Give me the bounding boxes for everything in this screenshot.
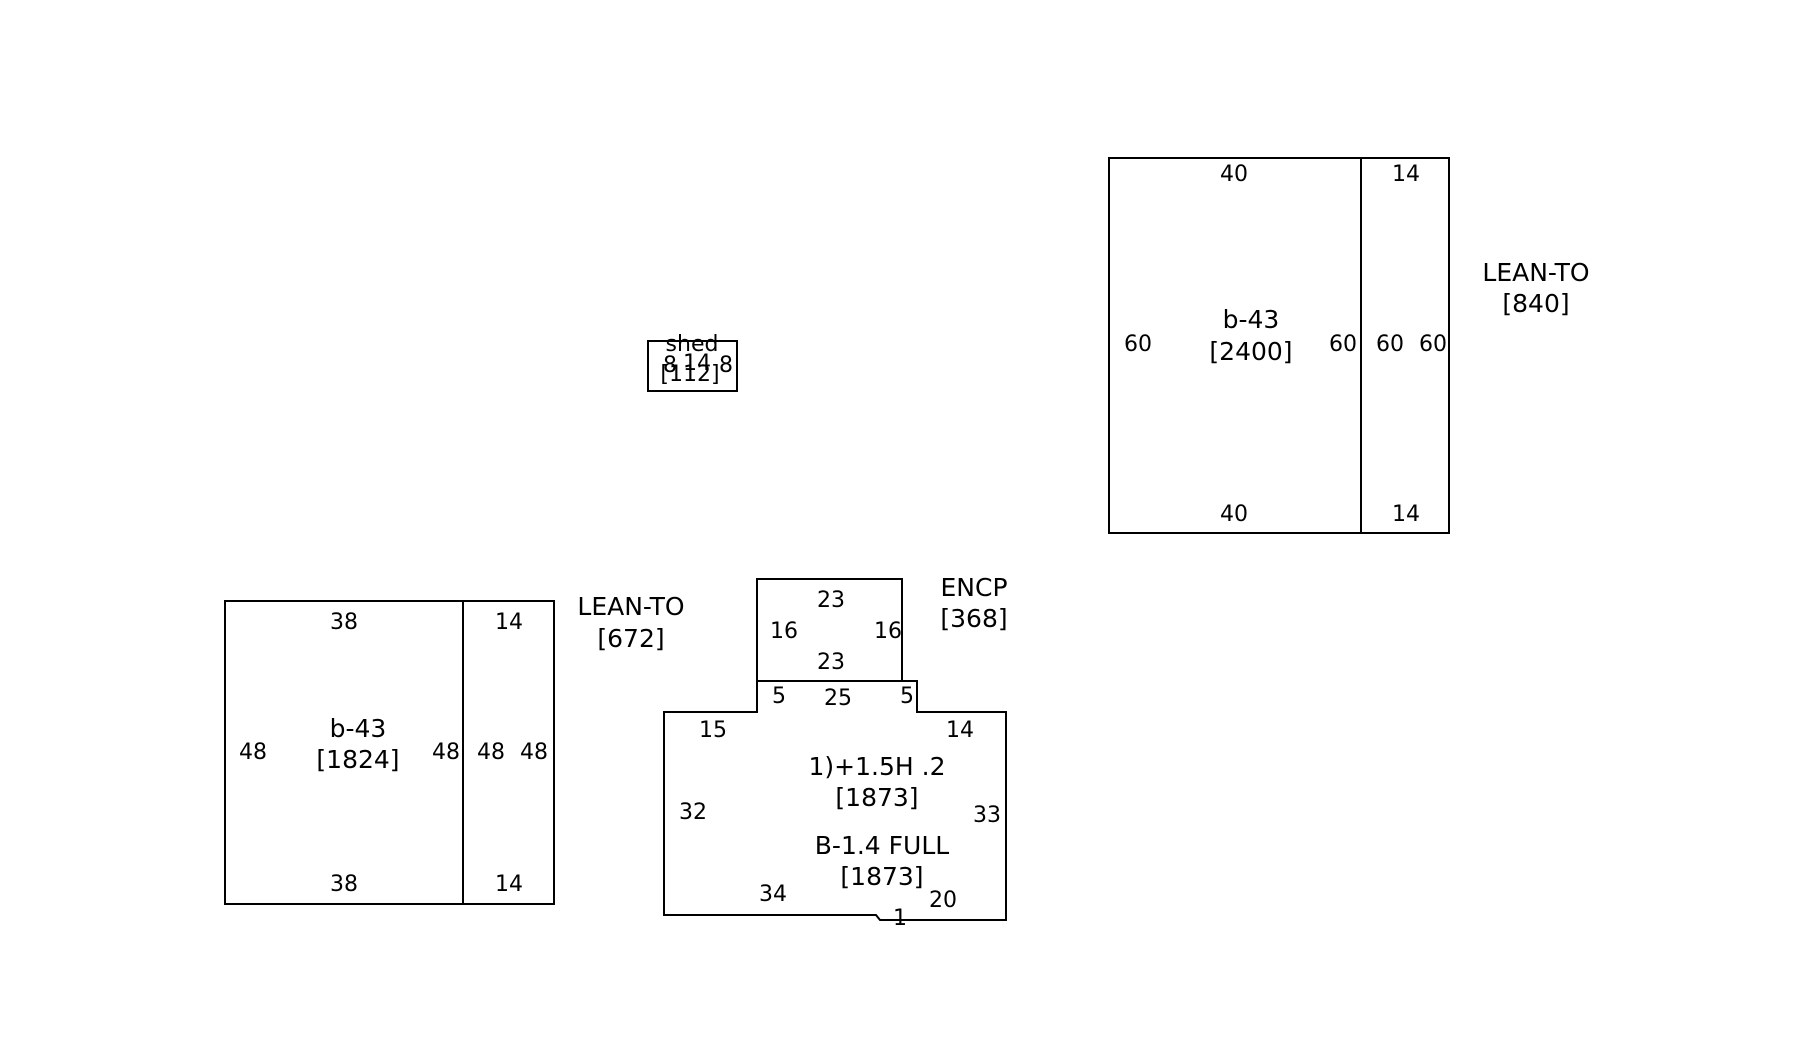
porch-name: ENCP (940, 573, 1007, 602)
house-line2: B-1.4 FULL (815, 831, 949, 860)
garage-leanto-area: [840] (1502, 289, 1569, 318)
shed-name: shed (666, 332, 719, 357)
porch-dim-top: 23 (817, 588, 845, 613)
garage-main-dim-right: 60 (1329, 332, 1357, 357)
house-dim-jog: 1 (893, 906, 907, 931)
porch-area: [368] (940, 604, 1007, 633)
porch-dim-right: 16 (874, 619, 902, 644)
barn-main-dim-right: 48 (432, 740, 460, 765)
house-dim-bottom-left: 34 (759, 882, 787, 907)
garage-main-dim-top: 40 (1220, 162, 1248, 187)
barn-leanto-dim-top: 14 (495, 610, 523, 635)
shed-outline (647, 340, 738, 392)
garage-main-dim-bottom: 40 (1220, 502, 1248, 527)
garage-main-name: b-43 (1223, 305, 1280, 334)
house-dim-right: 33 (973, 803, 1001, 828)
barn-leanto-dim-left: 48 (477, 740, 505, 765)
barn-main-area: [1824] (316, 745, 399, 774)
garage-main-area: [2400] (1209, 337, 1292, 366)
garage-leanto-dim-top: 14 (1392, 162, 1420, 187)
house-area2: [1873] (840, 862, 923, 891)
shed-dim-right: 8 (719, 353, 733, 378)
house-dim-top-left: 15 (699, 718, 727, 743)
barn-leanto-dim-right: 48 (520, 740, 548, 765)
house-dim-mid-top: 25 (824, 686, 852, 711)
garage-main-dim-left: 60 (1124, 332, 1152, 357)
house-line1: 1)+1.5H .2 (809, 752, 946, 781)
house-outline (663, 680, 1007, 921)
garage-leanto-dim-left: 60 (1376, 332, 1404, 357)
garage: 40 40 60 60 b-43 [2400] 14 14 60 60 LEAN… (1108, 157, 1590, 534)
barn-leanto-dim-bottom: 14 (495, 872, 523, 897)
garage-leanto-name: LEAN-TO (1482, 258, 1589, 287)
porch-dim-left: 16 (770, 619, 798, 644)
barn-leanto-area: [672] (597, 624, 664, 653)
porch-dim-bottom: 23 (817, 650, 845, 675)
barn-leanto-name: LEAN-TO (577, 592, 684, 621)
barn-main-name: b-43 (330, 714, 387, 743)
shed-area: [112] (660, 362, 719, 387)
barn: 38 38 48 48 b-43 [1824] 14 14 48 48 LEAN… (224, 592, 685, 905)
house-dim-bottom-right: 20 (929, 888, 957, 913)
barn-main-dim-left: 48 (239, 740, 267, 765)
barn-outline (224, 600, 555, 905)
garage-leanto-dim-right: 60 (1419, 332, 1447, 357)
shed: shed 14 8 8 [112] (647, 332, 738, 392)
barn-main-dim-top: 38 (330, 610, 358, 635)
house: 23 23 16 16 ENCP [368] 5 25 5 15 14 32 3… (663, 573, 1008, 931)
shed-dim-left: 8 (663, 353, 677, 378)
house-dim-step-left: 5 (772, 684, 786, 709)
porch-outline (756, 578, 903, 682)
garage-outline (1108, 157, 1450, 534)
house-dim-step-right: 5 (900, 684, 914, 709)
house-dim-top-right: 14 (946, 718, 974, 743)
shed-dim-top: 14 (683, 351, 711, 376)
house-dim-left: 32 (679, 800, 707, 825)
barn-main-dim-bottom: 38 (330, 872, 358, 897)
house-area1: [1873] (835, 783, 918, 812)
garage-leanto-dim-bottom: 14 (1392, 502, 1420, 527)
